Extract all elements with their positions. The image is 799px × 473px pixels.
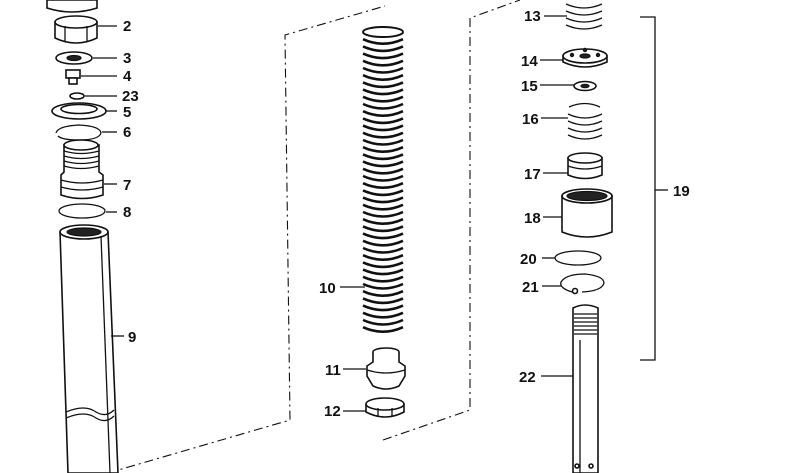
spring-coil	[362, 38, 404, 45]
part-19-bracket	[640, 16, 668, 361]
part-7-sleeve	[60, 139, 104, 200]
spring-coil	[362, 88, 404, 96]
callout-10: 10	[319, 280, 336, 297]
spring-coil	[362, 102, 404, 110]
callout-14: 14	[521, 53, 538, 70]
spring-coil	[362, 110, 404, 117]
spring-coil	[362, 282, 404, 290]
callout-6: 6	[123, 124, 131, 141]
part-14-disc	[562, 47, 608, 68]
part-5-ring	[51, 102, 107, 120]
part-16-spring	[567, 102, 603, 140]
right-column-parts	[554, 3, 668, 473]
callout-11: 11	[325, 362, 341, 379]
part-20-ring	[554, 250, 602, 266]
callout-7: 7	[123, 177, 131, 194]
callout-13: 13	[524, 8, 541, 25]
part-4-screw	[65, 69, 81, 85]
spring-coil	[362, 326, 404, 333]
spring-coil	[362, 210, 404, 218]
part-21-circlip	[560, 273, 605, 295]
callout-22: 22	[519, 369, 536, 386]
spring-coil	[362, 167, 404, 175]
spring-coil	[362, 254, 404, 261]
part-12-clip	[365, 397, 405, 418]
spring-coil	[362, 153, 404, 161]
callout-19: 19	[673, 183, 690, 200]
spring-coil	[362, 290, 404, 297]
part-22-damper-rod	[572, 304, 599, 473]
middle-column-parts	[362, 26, 406, 418]
part-2-nut	[54, 15, 98, 44]
spring-coil	[362, 138, 404, 146]
callout-labels: 2 3 4 23 5 6 7 8 9 10 11 12 13 14 15 16 …	[122, 8, 690, 420]
spring-coil	[362, 261, 404, 269]
spring-coil	[362, 95, 404, 103]
spring-coil	[362, 232, 404, 240]
callout-23: 23	[122, 88, 139, 105]
callout-20: 20	[520, 251, 537, 268]
callout-3: 3	[123, 50, 131, 67]
leader-lines	[81, 15, 574, 412]
spring-coil	[362, 318, 404, 326]
spring-coil	[362, 131, 404, 139]
part-11-spring-seat	[366, 347, 406, 390]
part-8-o-ring	[58, 203, 106, 219]
spring-coil	[362, 225, 404, 233]
spring-coil	[362, 246, 404, 254]
spring-coil	[362, 189, 404, 197]
part-3-washer	[55, 51, 93, 65]
part-15-washer	[573, 80, 597, 92]
spring-coil	[362, 203, 404, 211]
spring-coil	[362, 66, 404, 74]
callout-8: 8	[123, 204, 131, 221]
part-23-ring	[69, 92, 85, 100]
callout-18: 18	[524, 210, 541, 227]
part-9-fork-tube	[59, 224, 119, 473]
spring-coil	[362, 182, 404, 189]
part-18-sleeve	[561, 188, 613, 238]
spring-coil	[362, 174, 404, 182]
part-6-circlip	[55, 124, 102, 141]
spring-coil	[362, 196, 404, 204]
callout-17: 17	[524, 166, 541, 183]
callout-2: 2	[123, 18, 131, 35]
spring-coil	[362, 81, 404, 89]
spring-coil	[362, 59, 404, 67]
left-column-parts	[46, 0, 119, 473]
spring-coil	[362, 52, 404, 60]
part-1-cap	[46, 0, 98, 13]
part-17-bushing	[567, 152, 603, 180]
part-10-main-spring	[362, 26, 404, 333]
spring-coil	[362, 160, 404, 168]
callout-15: 15	[521, 78, 538, 95]
spring-coil	[362, 275, 404, 283]
spring-coil	[362, 304, 404, 312]
part-13-spring	[565, 3, 603, 30]
callout-16: 16	[522, 111, 539, 128]
spring-coil	[362, 311, 404, 319]
callout-5: 5	[123, 104, 131, 121]
spring-coil	[362, 146, 404, 153]
spring-coil	[362, 239, 404, 247]
spring-coil	[362, 218, 404, 225]
callout-4: 4	[123, 68, 132, 85]
callout-9: 9	[128, 329, 136, 346]
assembly-guide-lines	[107, 0, 521, 473]
spring-top-coil	[362, 26, 404, 38]
spring-coil	[362, 297, 404, 305]
spring-coil	[362, 117, 404, 125]
callout-12: 12	[324, 403, 341, 420]
spring-coil	[362, 124, 404, 132]
spring-coil	[362, 74, 404, 81]
callout-21: 21	[522, 279, 539, 296]
spring-coil	[362, 45, 404, 53]
spring-coil	[362, 268, 404, 276]
